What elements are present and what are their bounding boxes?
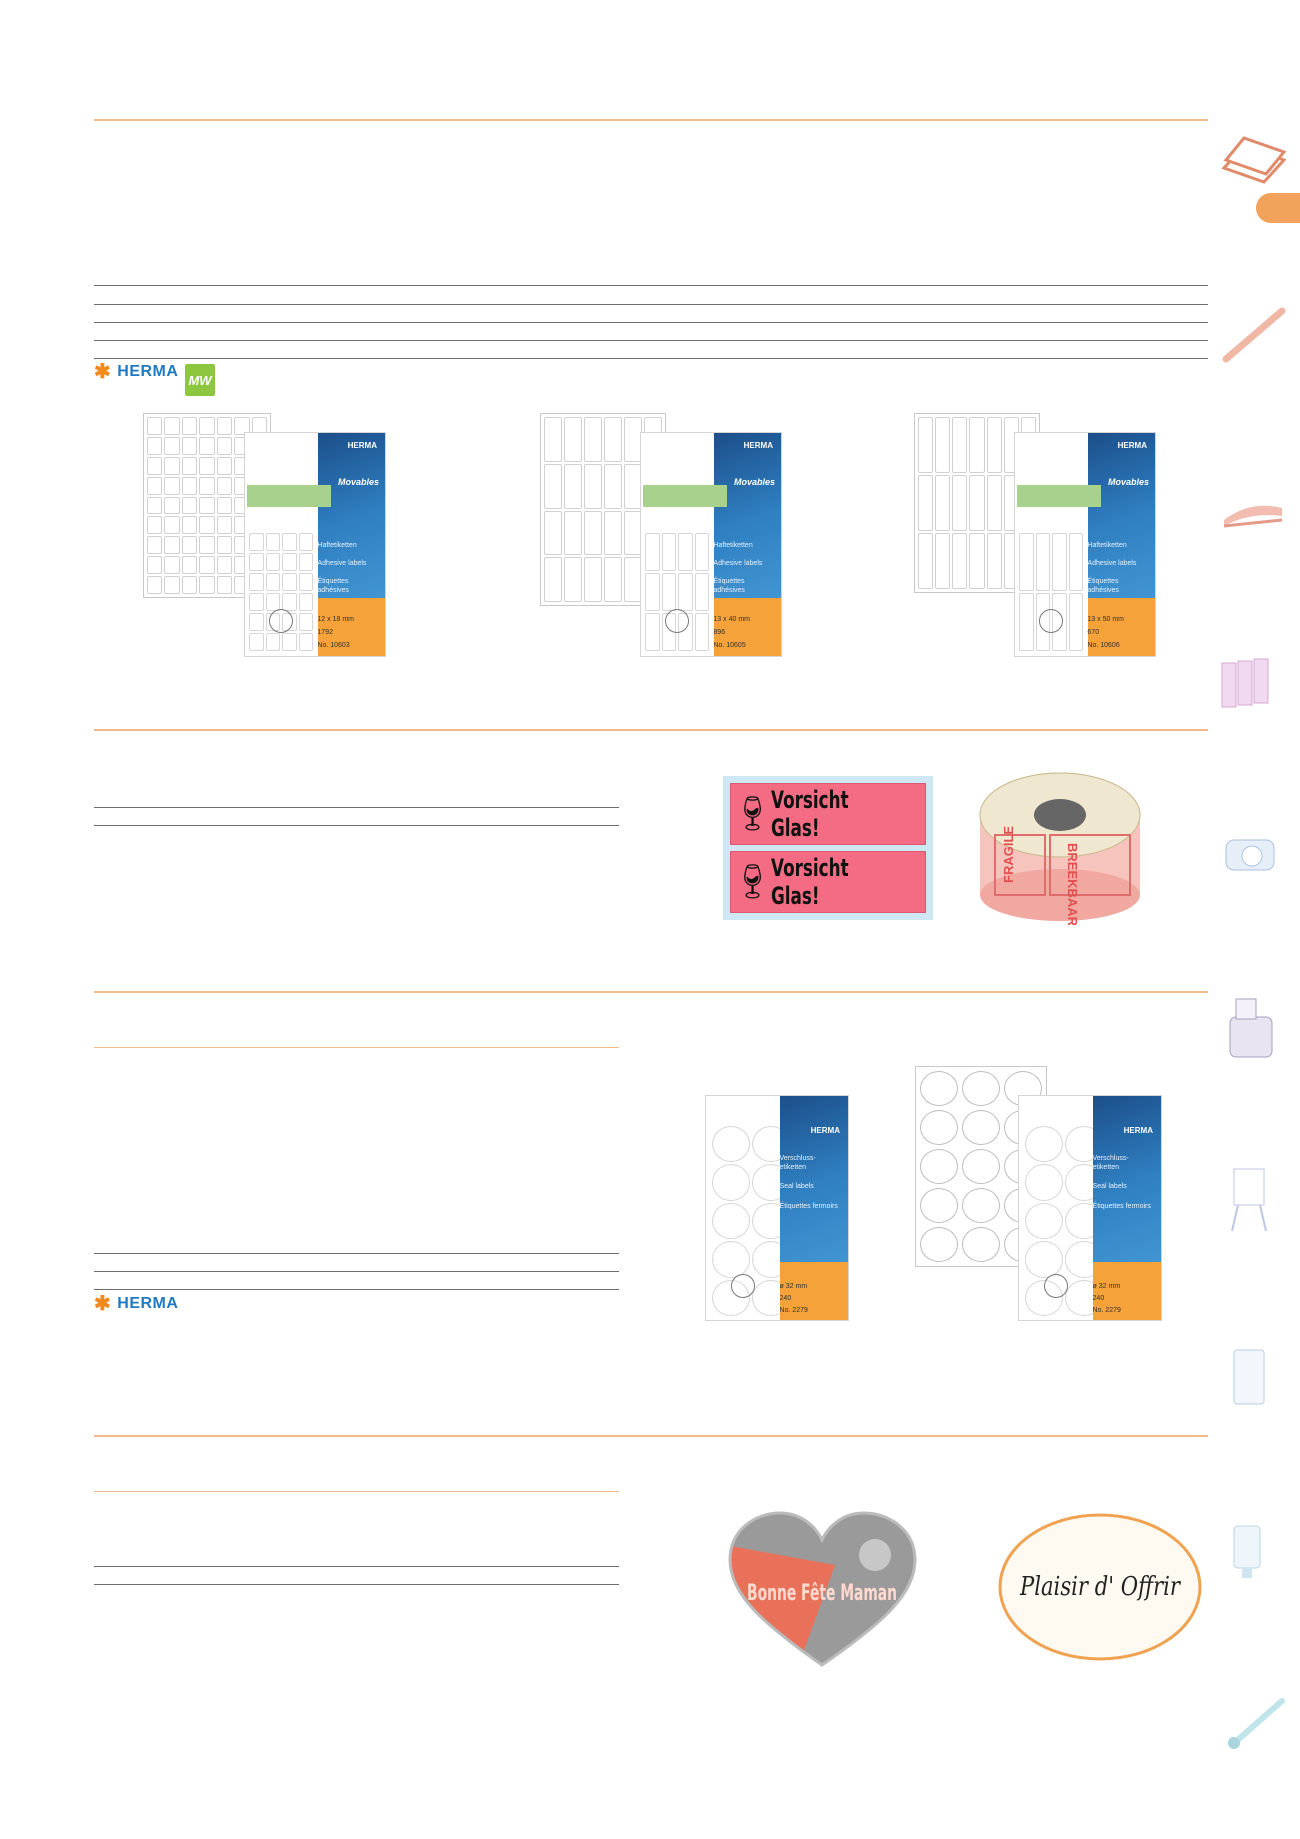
- pack-line: Étiquettes adhésives: [317, 578, 349, 594]
- spec-line: [94, 358, 1208, 359]
- fragile-label-roll: FRAGILE BREEKBAAR: [979, 772, 1141, 925]
- spec-line: [94, 304, 1208, 305]
- warning-text: Vorsicht Glas!: [771, 786, 849, 842]
- pack-line: Seal labels: [779, 1183, 814, 1190]
- pack-line: Haftetiketten: [1087, 542, 1127, 549]
- dispenser-bottle-icon[interactable]: [1228, 1520, 1268, 1584]
- pack-count: 240: [779, 1295, 792, 1302]
- spec-line: [94, 1253, 619, 1254]
- herma-logo: ✱ HERMA: [94, 1294, 178, 1314]
- pack-line: Adhesive labels: [317, 560, 367, 567]
- pack-count: 896: [713, 629, 726, 636]
- herma-logo-text: HERMA: [117, 1295, 179, 1312]
- seal-label-pack: HERMA Verschluss-etiketten Seal labels É…: [705, 1095, 849, 1321]
- wine-glass-icon: 🍷︎: [731, 863, 775, 901]
- section-divider: [94, 1435, 1208, 1437]
- spec-line: [94, 1566, 619, 1567]
- product-pack: HERMA Movables Haftetiketten Adhesive la…: [640, 432, 782, 657]
- pack-brand: HERMA: [1117, 441, 1147, 450]
- pack-line: Étiquettes adhésives: [713, 578, 745, 594]
- section-divider: [94, 1047, 619, 1048]
- pack-line: Haftetiketten: [713, 542, 753, 549]
- pack-line: Adhesive labels: [1087, 560, 1137, 567]
- spec-line: [94, 1271, 619, 1272]
- heart-label-text: Bonne Fête Maman: [747, 1581, 897, 1606]
- pack-product: Movables: [1107, 477, 1149, 487]
- pack-size: ø 32 mm: [1092, 1283, 1121, 1290]
- spec-line: [94, 1289, 619, 1290]
- pack-brand: HERMA: [1123, 1126, 1153, 1135]
- herma-star-icon: ✱: [94, 1293, 112, 1315]
- pack-line: Étiquettes fermoirs: [779, 1203, 838, 1210]
- roll-text: BREEKBAAR: [1065, 843, 1080, 925]
- label-printer-icon[interactable]: [1224, 995, 1280, 1065]
- stapler-icon[interactable]: [1220, 490, 1286, 530]
- spec-line: [94, 285, 1208, 286]
- pack-line: Adhesive labels: [713, 560, 763, 567]
- pack-brand: HERMA: [810, 1126, 840, 1135]
- pack-brand: HERMA: [347, 441, 377, 450]
- pack-number: No. 2279: [1092, 1307, 1121, 1314]
- top-divider: [94, 119, 1208, 121]
- product-pack: HERMA Movables Haftetiketten Adhesive la…: [244, 432, 386, 657]
- roll-text: FRAGILE: [1001, 826, 1016, 883]
- seal-label-pack: HERMA Verschluss-etiketten Seal labels É…: [1018, 1095, 1162, 1321]
- pack-number: No. 10603: [317, 642, 350, 649]
- pack-line: Verschluss-etiketten: [779, 1155, 816, 1171]
- wine-glass-icon: 🍷︎: [731, 795, 775, 833]
- pack-size: 12 x 18 mm: [317, 616, 354, 623]
- active-chapter-tab[interactable]: [1256, 193, 1300, 223]
- herma-star-icon: ✱: [94, 361, 112, 383]
- pack-brand: HERMA: [743, 441, 773, 450]
- spec-line: [94, 1584, 619, 1585]
- pack-product: Movables: [733, 477, 775, 487]
- pack-number: No. 10606: [1087, 642, 1120, 649]
- glass-warning-labels: 🍷︎ Vorsicht Glas! 🍷︎ Vorsicht Glas!: [723, 776, 933, 920]
- spec-line: [94, 825, 619, 826]
- pack-line: Étiquettes fermoirs: [1092, 1203, 1151, 1210]
- movables-badge: MW: [185, 364, 215, 396]
- pack-line: Étiquettes adhésives: [1087, 578, 1119, 594]
- oval-label-text: Plaisir d' Offrir: [1019, 1572, 1181, 1602]
- warning-label: 🍷︎ Vorsicht Glas!: [730, 851, 926, 913]
- spec-line: [94, 340, 1208, 341]
- pack-number: No. 2279: [779, 1307, 808, 1314]
- spec-line: [94, 807, 619, 808]
- section-divider: [94, 729, 1208, 731]
- pack-count: 240: [1092, 1295, 1105, 1302]
- pack-size: 13 x 50 mm: [1087, 616, 1124, 623]
- product-pack: HERMA Movables Haftetiketten Adhesive la…: [1014, 432, 1156, 657]
- pack-product: Movables: [337, 477, 379, 487]
- pack-line: Seal labels: [1092, 1183, 1127, 1190]
- heart-label: Bonne Fête Maman: [728, 1511, 917, 1667]
- pack-line: Haftetiketten: [317, 542, 357, 549]
- warning-label: 🍷︎ Vorsicht Glas!: [730, 783, 926, 845]
- pack-line: Verschluss-etiketten: [1092, 1155, 1129, 1171]
- pack-number: No. 10605: [713, 642, 746, 649]
- pen-icon[interactable]: [1220, 305, 1290, 365]
- pack-size: 13 x 40 mm: [713, 616, 750, 623]
- envelope-stack-icon[interactable]: [1220, 130, 1286, 186]
- herma-logo: ✱ HERMA: [94, 362, 178, 382]
- warning-text: Vorsicht Glas!: [771, 854, 849, 910]
- pack-count: 670: [1087, 629, 1100, 636]
- document-holder-icon[interactable]: [1228, 1342, 1272, 1410]
- binders-icon[interactable]: [1220, 655, 1282, 710]
- pack-count: 1792: [317, 629, 333, 636]
- section-divider: [94, 991, 1208, 993]
- brush-icon[interactable]: [1222, 1695, 1288, 1753]
- section-divider: [94, 1491, 619, 1492]
- pack-size: ø 32 mm: [779, 1283, 808, 1290]
- spec-line: [94, 322, 1208, 323]
- oval-label: Plaisir d' Offrir: [998, 1513, 1202, 1661]
- flipchart-icon[interactable]: [1228, 1165, 1272, 1235]
- herma-logo-text: HERMA: [117, 363, 179, 380]
- tape-dispenser-icon[interactable]: [1222, 828, 1282, 880]
